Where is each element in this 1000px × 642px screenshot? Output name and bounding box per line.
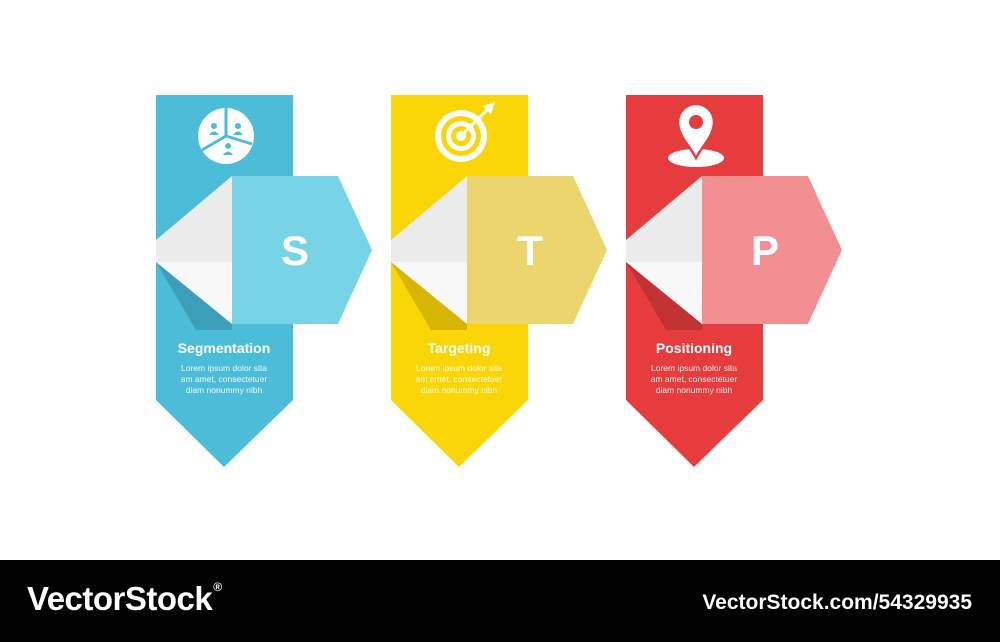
arrow-shaft — [459, 108, 489, 138]
pie-chart-people-icon — [198, 108, 254, 164]
pin-marker — [676, 102, 716, 161]
paper-fold-lower — [391, 262, 467, 324]
step-description-line: diam nonummy nibh — [656, 385, 733, 395]
step-description-line: am amet, consectetuer — [416, 374, 503, 384]
paper-fold-lower — [156, 262, 232, 324]
step-description-line: Lorem ipsum dolor sita — [181, 363, 267, 373]
step-description-line: diam nonummy nibh — [421, 385, 498, 395]
letter-tab — [702, 176, 842, 324]
watermark-footer: VectorStock® VectorStock.com/54329935 — [0, 560, 1000, 642]
person-icon-body — [233, 131, 243, 135]
step-description-line: diam nonummy nibh — [186, 385, 263, 395]
pie-divider — [201, 134, 227, 152]
paper-fold-upper — [391, 176, 467, 262]
paper-fold-upper — [626, 176, 702, 262]
pie-divider — [225, 134, 253, 146]
person-icon-head — [235, 123, 241, 129]
footer-image-ref: VectorStock.com/54329935 — [702, 591, 972, 614]
location-pin-icon — [668, 102, 724, 167]
step-description-line: am amet, consectetuer — [181, 374, 268, 384]
step-description-line: Lorem ipsum dolor sita — [416, 363, 502, 373]
step-title: Targeting — [428, 340, 491, 356]
paper-fold-lower — [626, 262, 702, 324]
step-letter: P — [751, 227, 779, 274]
letter-tab — [467, 176, 607, 324]
target-arrow-icon — [435, 102, 495, 162]
step-letter: T — [517, 227, 543, 274]
step-description-line: am amet, consectetuer — [651, 374, 738, 384]
step-description-line: Lorem ipsum dolor sita — [651, 363, 737, 373]
footer-brand-text: VectorStock — [27, 580, 213, 617]
step-title: Positioning — [656, 340, 732, 356]
paper-fold-upper — [156, 176, 232, 262]
letter-tab — [232, 176, 372, 324]
person-icon-body — [209, 131, 219, 135]
person-icon-head — [225, 143, 231, 149]
person-icon-body — [223, 151, 233, 155]
step-letter: S — [281, 227, 309, 274]
person-icon-head — [211, 123, 217, 129]
arrow-fletching — [483, 102, 495, 114]
pin-hole — [689, 115, 703, 129]
registered-mark: ® — [213, 580, 222, 594]
step-title: Segmentation — [178, 340, 271, 356]
footer-brand: VectorStock® — [27, 580, 222, 618]
